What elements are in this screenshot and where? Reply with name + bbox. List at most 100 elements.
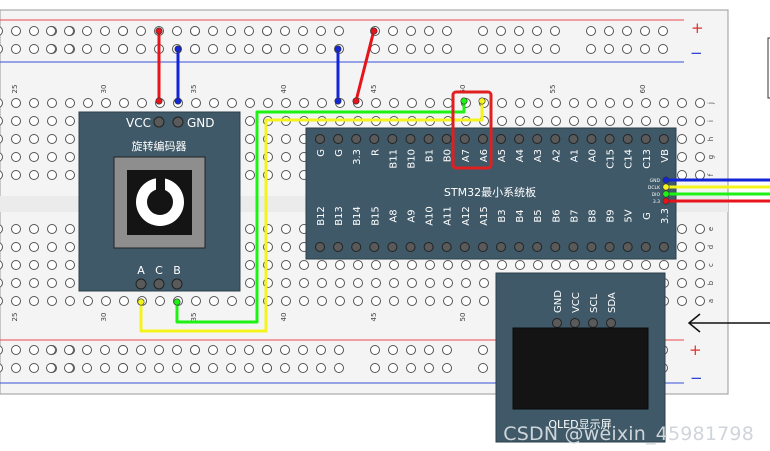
rail-hole (406, 26, 416, 36)
breadboard-hole (335, 296, 345, 306)
stm32-bottom-pin-label: B3 (497, 209, 508, 222)
breadboard-hole (0, 98, 3, 108)
stm32-pin (568, 134, 579, 144)
breadboard-hole (11, 242, 21, 252)
breadboard-hole (263, 98, 273, 108)
row-letter: d (707, 245, 715, 249)
breadboard-hole (497, 98, 507, 108)
breadboard-hole (389, 98, 399, 108)
stm32-pin (315, 242, 325, 252)
breadboard-hole (407, 278, 417, 288)
rail-hole (478, 26, 488, 36)
stm32-top-pin-label: A2 (551, 149, 562, 162)
breadboard-hole (623, 98, 633, 108)
breadboard-hole (245, 278, 255, 288)
oled-title: OLED显示屏 (548, 418, 611, 431)
stm32-pin (351, 134, 362, 144)
breadboard-hole (677, 242, 687, 252)
breadboard-hole (371, 98, 381, 108)
column-number: 30 (100, 85, 108, 94)
breadboard-hole (65, 278, 75, 288)
rail-hole (11, 345, 21, 355)
breadboard-hole (29, 152, 39, 162)
rail-hole (100, 44, 110, 54)
row-letter: i (707, 120, 715, 122)
breadboard-hole (0, 260, 3, 270)
stm32-pin (532, 134, 543, 144)
wire-end (334, 97, 342, 105)
stm32-pin (496, 242, 506, 252)
oled-pin-label: GND (553, 290, 564, 313)
stm32-bottom-pin-label: 5V (624, 209, 635, 222)
wire-end (174, 97, 182, 105)
breadboard-hole (533, 98, 543, 108)
rail-hole (586, 44, 596, 54)
rail-hole (82, 44, 92, 54)
rail-hole (64, 44, 74, 54)
stm32-pin (441, 242, 452, 252)
breadboard-hole (623, 116, 633, 126)
stm32-bottom-pin-label: A15 (479, 206, 490, 226)
stm32-pin (441, 134, 452, 144)
breadboard-hole (245, 296, 255, 306)
rail-hole (46, 345, 56, 355)
row-letter: f (707, 173, 715, 176)
breadboard-hole (0, 116, 3, 126)
rail-hole (208, 44, 218, 54)
stm32-top-pin-label: C15 (606, 149, 617, 169)
encoder-title: 旋转编码器 (132, 139, 187, 153)
breadboard-hole (425, 296, 435, 306)
breadboard-hole (65, 170, 75, 180)
rail-hole (298, 26, 308, 36)
rail-hole (262, 363, 272, 373)
breadboard-hole (47, 170, 57, 180)
breadboard-hole (641, 260, 651, 270)
column-number: 50 (459, 313, 467, 322)
breadboard-hole (443, 278, 453, 288)
column-number: 45 (370, 313, 378, 322)
rail-hole (532, 26, 542, 36)
rail-hole (316, 345, 326, 355)
column-number: 25 (11, 313, 19, 322)
row-letter: a (707, 299, 715, 303)
breadboard-hole (11, 98, 21, 108)
rail-hole (334, 363, 344, 373)
rail-hole (0, 345, 3, 355)
breadboard-hole (371, 296, 381, 306)
rail-hole (532, 44, 542, 54)
breadboard-hole (245, 224, 255, 234)
rail-hole (622, 44, 632, 54)
breadboard-hole (47, 260, 57, 270)
breadboard-hole (281, 260, 291, 270)
stm32-pin (333, 134, 344, 144)
rail-hole (370, 363, 380, 373)
rail-hole (280, 26, 290, 36)
rail-hole (11, 363, 21, 373)
breadboard-hole (677, 134, 687, 144)
stm32-top-pin-label: G (316, 149, 327, 157)
wire-end (478, 97, 486, 105)
breadboard-hole (119, 296, 129, 306)
breadboard-hole (695, 296, 705, 306)
breadboard-hole (461, 278, 471, 288)
rail-hole (316, 26, 326, 36)
breadboard-hole (245, 242, 255, 252)
stm32-pin (640, 134, 651, 144)
breadboard-hole (569, 98, 579, 108)
column-number: 30 (100, 313, 108, 322)
stm32-pin (658, 242, 669, 252)
rail-hole (244, 44, 254, 54)
rail-hole (82, 363, 92, 373)
rail-hole (658, 26, 668, 36)
rail-hole (190, 363, 200, 373)
breadboard-hole (29, 170, 39, 180)
column-number: 50 (459, 85, 467, 94)
breadboard-hole (425, 260, 435, 270)
breadboard-hole (317, 278, 327, 288)
breadboard-hole (29, 116, 39, 126)
breadboard-hole (281, 98, 291, 108)
rail-hole (64, 26, 74, 36)
breadboard-hole (695, 260, 705, 270)
breadboard-hole (11, 134, 21, 144)
